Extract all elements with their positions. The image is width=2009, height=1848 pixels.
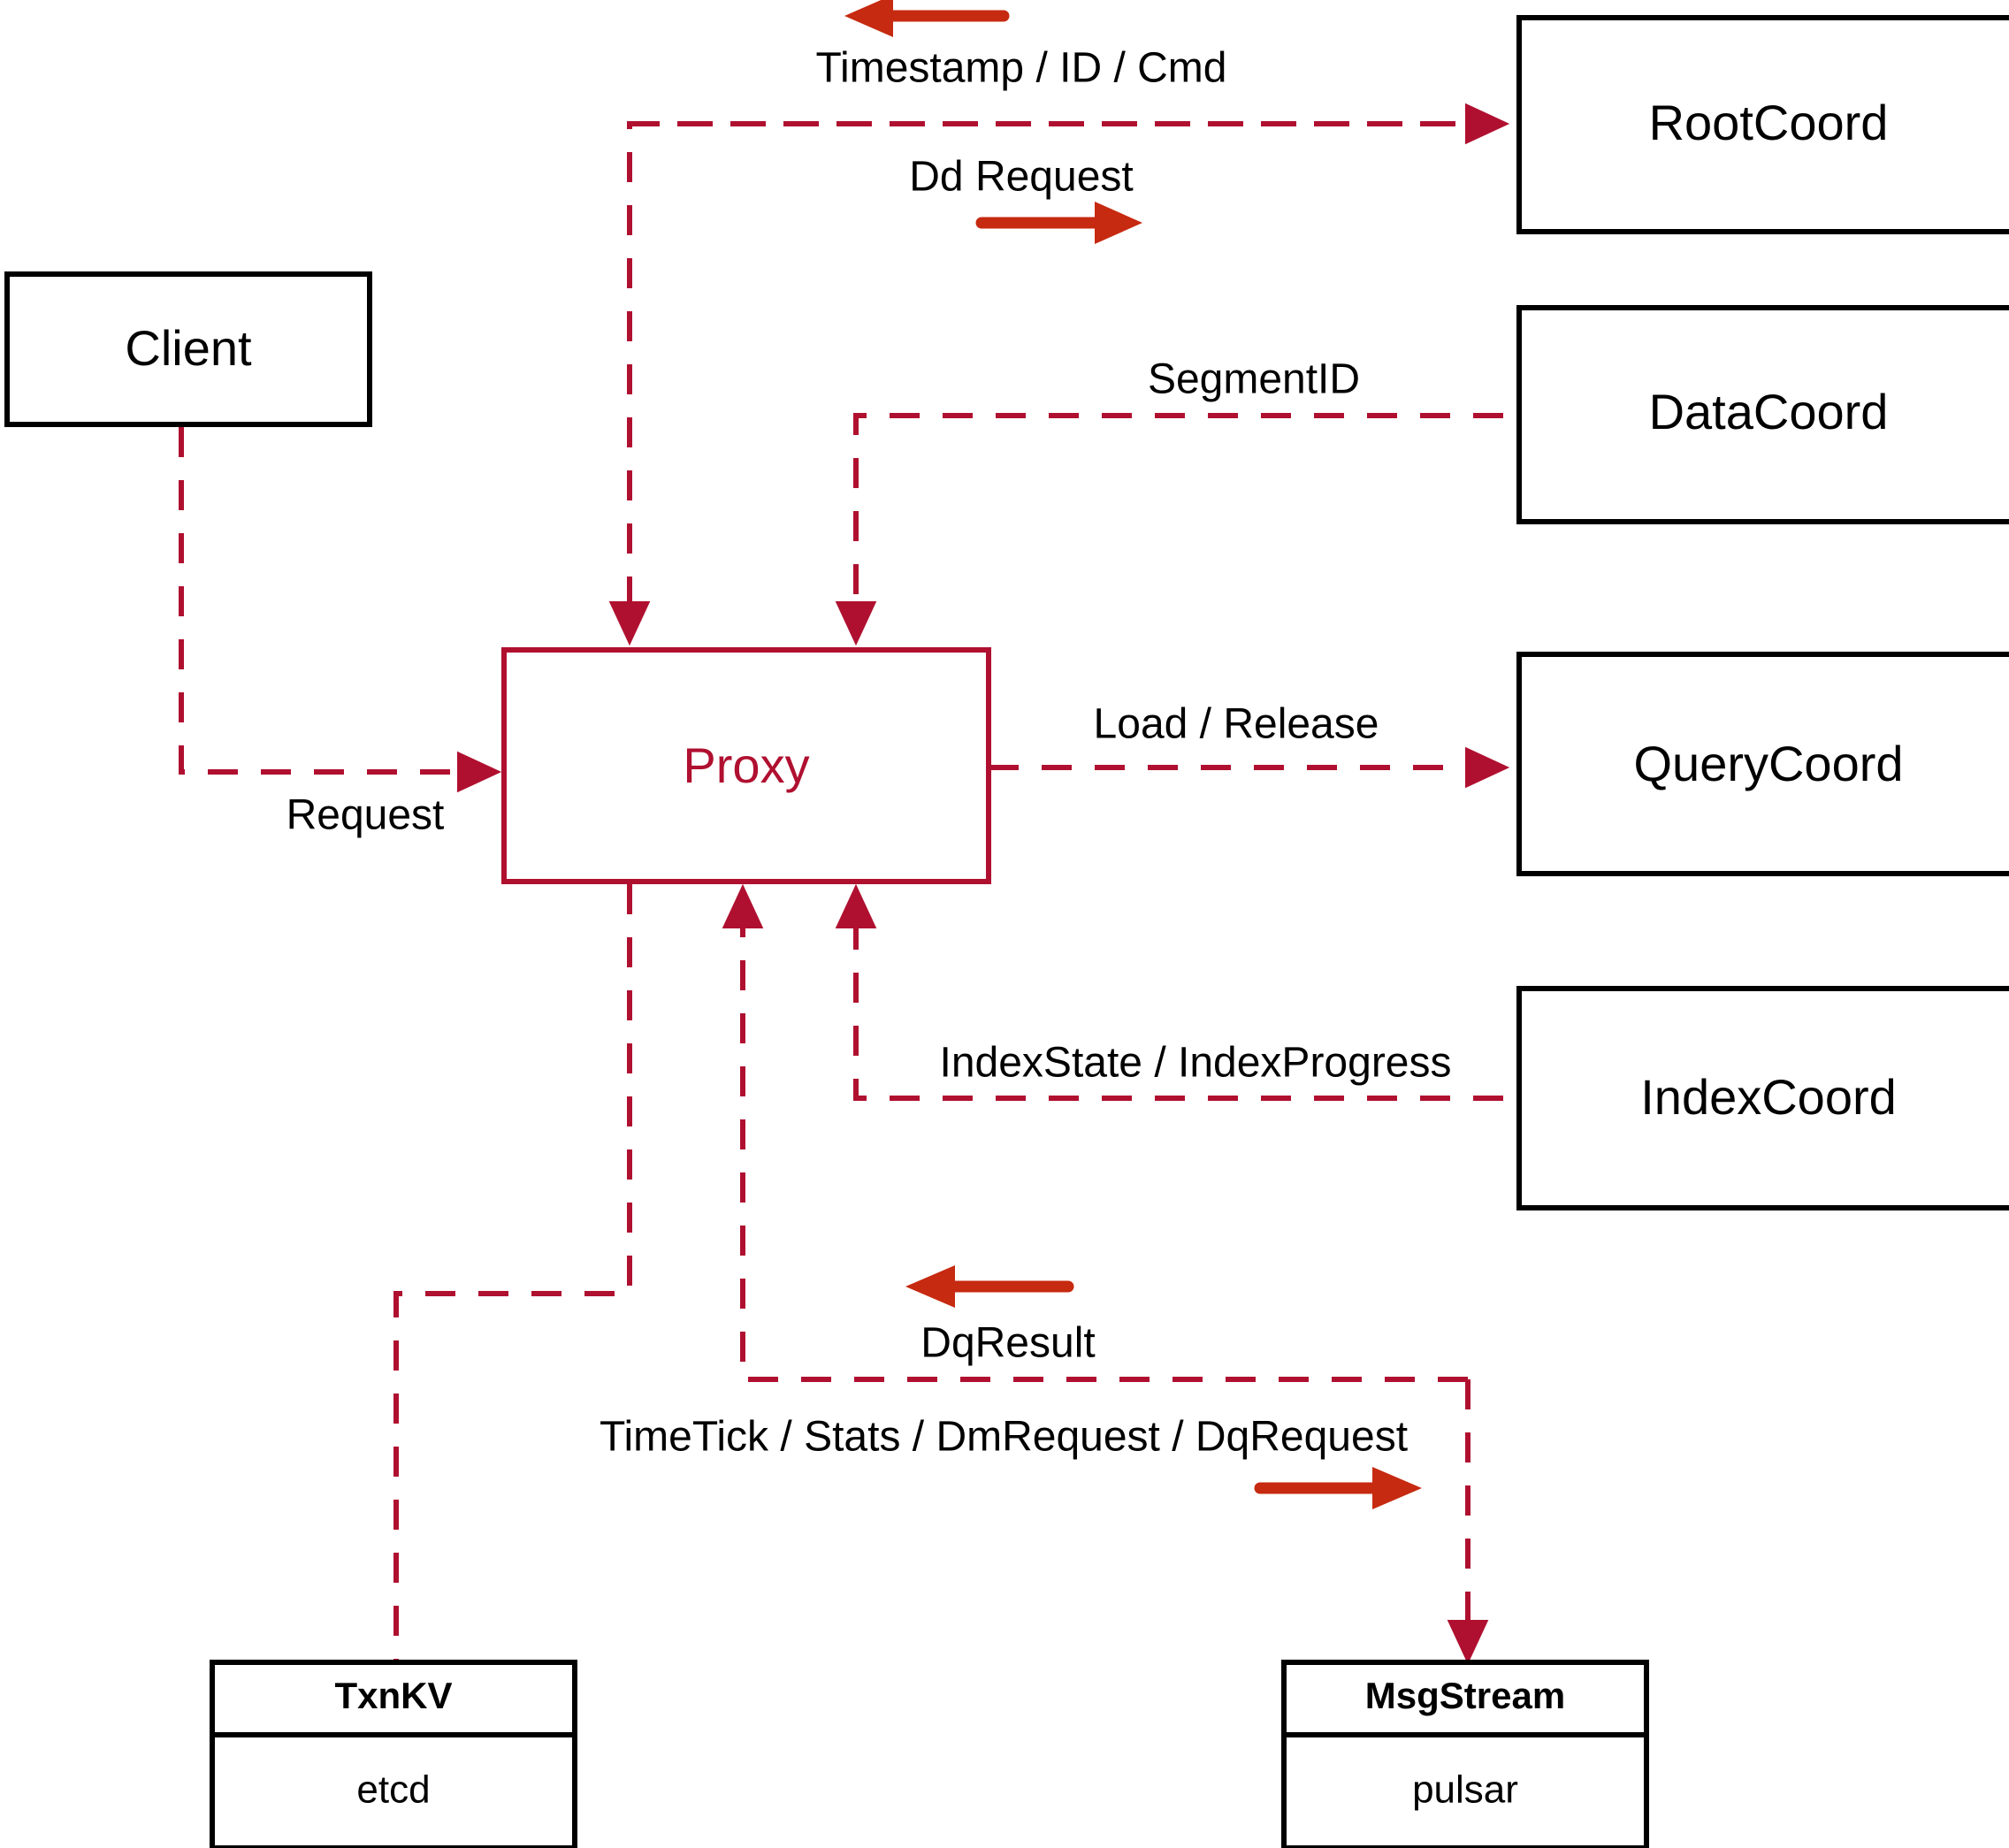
- node-querycoord-label: QueryCoord: [1633, 736, 1903, 791]
- node-rootcoord-label: RootCoord: [1649, 95, 1889, 150]
- node-client-label: Client: [125, 320, 252, 376]
- direction-arrow-timestamp: [844, 0, 1010, 37]
- node-client[interactable]: Client: [4, 271, 372, 427]
- node-proxy-label: Proxy: [683, 737, 809, 793]
- node-msgstream-impl: pulsar: [1412, 1768, 1518, 1812]
- edge-path-request: [179, 427, 502, 793]
- node-msgstream[interactable]: MsgStream pulsar: [1281, 1660, 1649, 1848]
- node-txnkv[interactable]: TxnKV etcd: [210, 1660, 577, 1848]
- edge-label-request: Request: [286, 792, 445, 839]
- edge-label-indexstate-indexprogress: IndexState / IndexProgress: [940, 1040, 1452, 1087]
- edge-path-dqresult: [722, 883, 1468, 1382]
- node-datacoord[interactable]: DataCoord: [1516, 305, 2009, 524]
- edge-label-timestamp-id-cmd: Timestamp / ID / Cmd: [816, 45, 1227, 92]
- edge-path-segmentid: [835, 413, 1503, 646]
- edge-path-indexstate: [835, 883, 1503, 1101]
- edge-path-txnkv: [393, 884, 632, 1664]
- node-indexcoord[interactable]: IndexCoord: [1516, 986, 2009, 1210]
- edge-label-dd-request: Dd Request: [909, 154, 1133, 201]
- node-txnkv-title: TxnKV: [334, 1675, 452, 1716]
- node-txnkv-impl: etcd: [356, 1768, 430, 1812]
- edge-label-timetick-stats: TimeTick / Stats / DmRequest / DqRequest: [600, 1414, 1408, 1461]
- direction-arrow-dqresult: [905, 1265, 1074, 1308]
- node-proxy[interactable]: Proxy: [501, 647, 991, 884]
- node-datacoord-label: DataCoord: [1649, 384, 1889, 439]
- edge-label-load-release: Load / Release: [1094, 701, 1379, 748]
- node-querycoord[interactable]: QueryCoord: [1516, 652, 2009, 876]
- direction-arrow-timetick: [1254, 1467, 1422, 1509]
- edge-label-segmentid: SegmentID: [1148, 356, 1360, 403]
- node-rootcoord[interactable]: RootCoord: [1516, 15, 2009, 234]
- node-msgstream-title: MsgStream: [1365, 1675, 1565, 1716]
- edge-path-rootcoord: [608, 121, 1503, 646]
- node-indexcoord-label: IndexCoord: [1640, 1069, 1897, 1125]
- direction-arrow-dd-request: [975, 202, 1142, 244]
- edge-label-dqresult: DqResult: [920, 1320, 1095, 1367]
